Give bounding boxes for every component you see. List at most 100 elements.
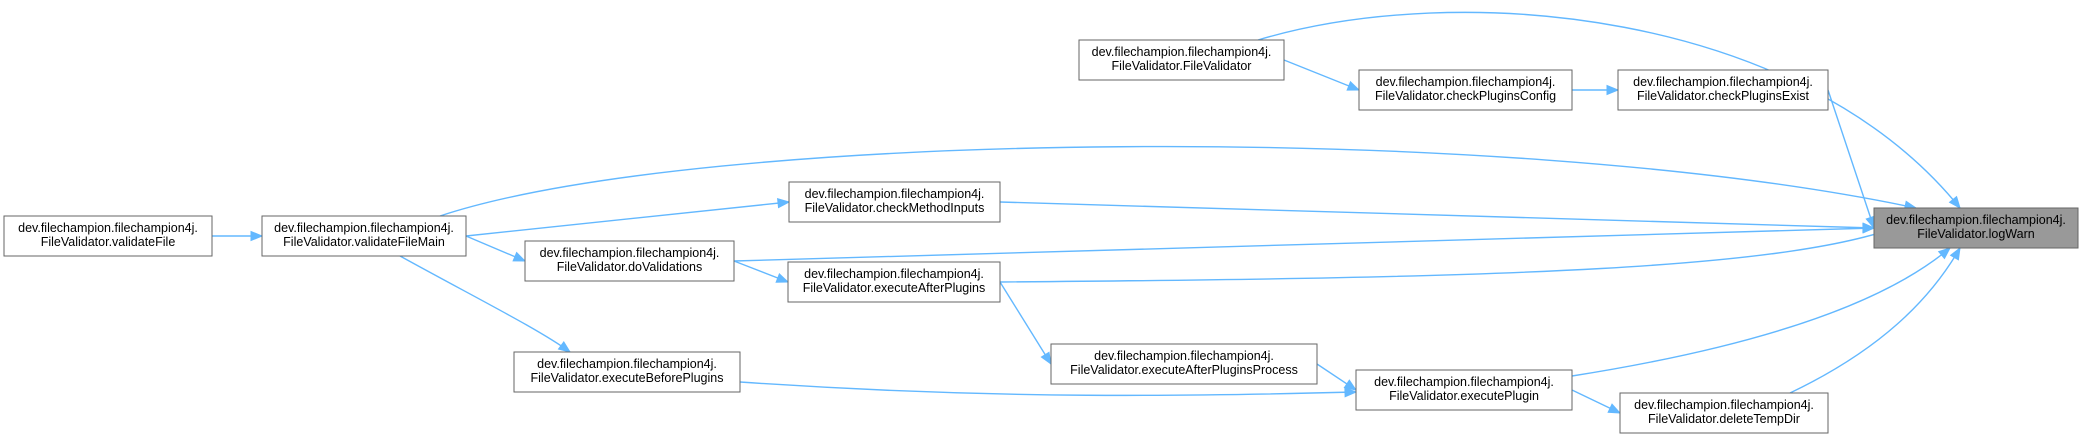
arrowhead-icon [1346, 80, 1361, 91]
node-box [513, 351, 741, 393]
node-checkMethodInputs[interactable]: dev.filechampion.filechampion4j.FileVali… [788, 181, 1001, 223]
edge-validateFileMain-to-checkMethodInputs [465, 197, 791, 237]
node-box [261, 215, 467, 257]
node-executePlugin[interactable]: dev.filechampion.filechampion4j.FileVali… [1355, 369, 1573, 411]
edge-executePlugin-to-deleteTempDir [1571, 389, 1622, 414]
arrowhead-icon [1040, 351, 1052, 366]
edge-line [999, 201, 1875, 229]
edge-line [1827, 89, 1875, 229]
edge-validateFileMain-to-doValidations [465, 235, 527, 262]
edge-executeBeforePlugins-to-executePlugin [739, 381, 1358, 398]
arrowhead-icon [1948, 195, 1961, 210]
node-label-line2: FileValidator.executePlugin [1389, 389, 1539, 403]
node-label-line1: dev.filechampion.filechampion4j. [805, 187, 985, 201]
edge-deleteTempDir-to-logWarn [1789, 246, 1961, 394]
arrowhead-icon [1607, 403, 1622, 414]
edge-line [439, 145, 1917, 217]
node-box [1355, 369, 1573, 411]
node-label-line2: FileValidator.deleteTempDir [1648, 412, 1800, 426]
node-fileValidatorCtor[interactable]: dev.filechampion.filechampion4j.FileVali… [1078, 39, 1285, 81]
node-box [1873, 207, 2079, 249]
arrowhead-icon [250, 230, 264, 242]
node-checkPluginsExist[interactable]: dev.filechampion.filechampion4j.FileVali… [1617, 69, 1829, 111]
node-deleteTempDir[interactable]: dev.filechampion.filechampion4j.FileVali… [1619, 392, 1829, 434]
node-label-line2: FileValidator.doValidations [557, 260, 702, 274]
nodes-layer: dev.filechampion.filechampion4j.FileVali… [3, 39, 2079, 434]
edge-line [739, 381, 1357, 397]
edge-validateFileMain-to-logWarn [439, 145, 1918, 217]
arrowhead-icon [512, 251, 527, 262]
arrowhead-icon [777, 197, 791, 209]
node-logWarn[interactable]: dev.filechampion.filechampion4j.FileVali… [1873, 207, 2079, 249]
node-box [1617, 69, 1829, 111]
node-label-line2: FileValidator.validateFileMain [283, 235, 445, 249]
edge-executePlugin-to-logWarn [1571, 247, 1952, 377]
node-label-line2: FileValidator.checkMethodInputs [805, 201, 985, 215]
node-label-line1: dev.filechampion.filechampion4j. [1376, 75, 1556, 89]
edge-line [999, 281, 1052, 365]
node-label-line1: dev.filechampion.filechampion4j. [537, 357, 717, 371]
edge-line [465, 201, 790, 237]
edge-validateFileMain-to-executeBeforePlugins [399, 255, 572, 353]
edge-line [1789, 247, 1961, 394]
edge-line [1283, 59, 1360, 91]
edge-checkPluginsConfig-to-checkPluginsExist [1572, 84, 1620, 96]
node-label-line1: dev.filechampion.filechampion4j. [1374, 375, 1554, 389]
node-label-line2: FileValidator.logWarn [1917, 227, 2034, 241]
node-box [787, 261, 1001, 303]
edge-executeAfterPluginsProcess-to-executePlugin [1316, 363, 1358, 391]
edge-line [999, 221, 1911, 283]
node-box [524, 240, 735, 282]
edge-doValidations-to-executeAfterPlugins [733, 260, 790, 283]
arrowhead-icon [1862, 223, 1876, 234]
arrowhead-icon [1343, 379, 1358, 391]
node-label-line2: FileValidator.checkPluginsConfig [1375, 89, 1556, 103]
arrowhead-icon [557, 340, 572, 353]
edge-checkMethodInputs-to-logWarn [999, 201, 1876, 233]
edge-validateFile-to-validateFileMain [212, 230, 264, 242]
edge-executeAfterPlugins-to-executeAfterPluginsProcess [999, 281, 1052, 366]
node-validateFileMain[interactable]: dev.filechampion.filechampion4j.FileVali… [261, 215, 467, 257]
node-doValidations[interactable]: dev.filechampion.filechampion4j.FileVali… [524, 240, 735, 282]
node-label-line2: FileValidator.executeBeforePlugins [531, 371, 724, 385]
node-box [1078, 39, 1285, 81]
node-executeBeforePlugins[interactable]: dev.filechampion.filechampion4j.FileVali… [513, 351, 741, 393]
node-validateFile[interactable]: dev.filechampion.filechampion4j.FileVali… [3, 215, 213, 257]
arrowhead-icon [1344, 387, 1358, 398]
edge-line [399, 255, 571, 353]
edge-doValidations-to-logWarn [733, 223, 1876, 262]
node-label-line1: dev.filechampion.filechampion4j. [1633, 75, 1813, 89]
node-label-line2: FileValidator.executeAfterPlugins [803, 281, 986, 295]
arrowhead-icon [775, 272, 790, 283]
edge-line [1571, 247, 1951, 377]
edge-fileValidatorCtor-to-checkPluginsConfig [1283, 59, 1361, 91]
edge-fileValidatorCtor-to-logWarn [1257, 11, 1961, 210]
arrowhead-icon [1937, 247, 1952, 260]
node-label-line2: FileValidator.executeAfterPluginsProcess [1070, 363, 1298, 377]
edges-layer [212, 11, 1961, 414]
node-box [1358, 69, 1573, 111]
node-box [3, 215, 213, 257]
node-label-line1: dev.filechampion.filechampion4j. [1886, 213, 2066, 227]
node-label-line1: dev.filechampion.filechampion4j. [540, 246, 720, 260]
node-label-line1: dev.filechampion.filechampion4j. [1634, 398, 1814, 412]
node-box [1619, 392, 1829, 434]
node-executeAfterPlugins[interactable]: dev.filechampion.filechampion4j.FileVali… [787, 261, 1001, 303]
arrowhead-icon [1949, 246, 1961, 261]
node-box [1050, 343, 1318, 385]
edge-checkPluginsExist-to-logWarn [1827, 89, 1876, 230]
node-label-line1: dev.filechampion.filechampion4j. [18, 221, 198, 235]
arrowhead-icon [1606, 84, 1620, 96]
edge-line [1257, 11, 1961, 209]
node-box [788, 181, 1001, 223]
node-label-line2: FileValidator.checkPluginsExist [1637, 89, 1810, 103]
node-executeAfterPluginsProcess[interactable]: dev.filechampion.filechampion4j.FileVali… [1050, 343, 1318, 385]
node-label-line2: FileValidator.FileValidator [1112, 59, 1252, 73]
node-label-line2: FileValidator.validateFile [41, 235, 176, 249]
edge-line [733, 227, 1875, 262]
node-label-line1: dev.filechampion.filechampion4j. [804, 267, 984, 281]
node-label-line1: dev.filechampion.filechampion4j. [1092, 45, 1272, 59]
node-checkPluginsConfig[interactable]: dev.filechampion.filechampion4j.FileVali… [1358, 69, 1573, 111]
node-label-line1: dev.filechampion.filechampion4j. [1094, 349, 1274, 363]
